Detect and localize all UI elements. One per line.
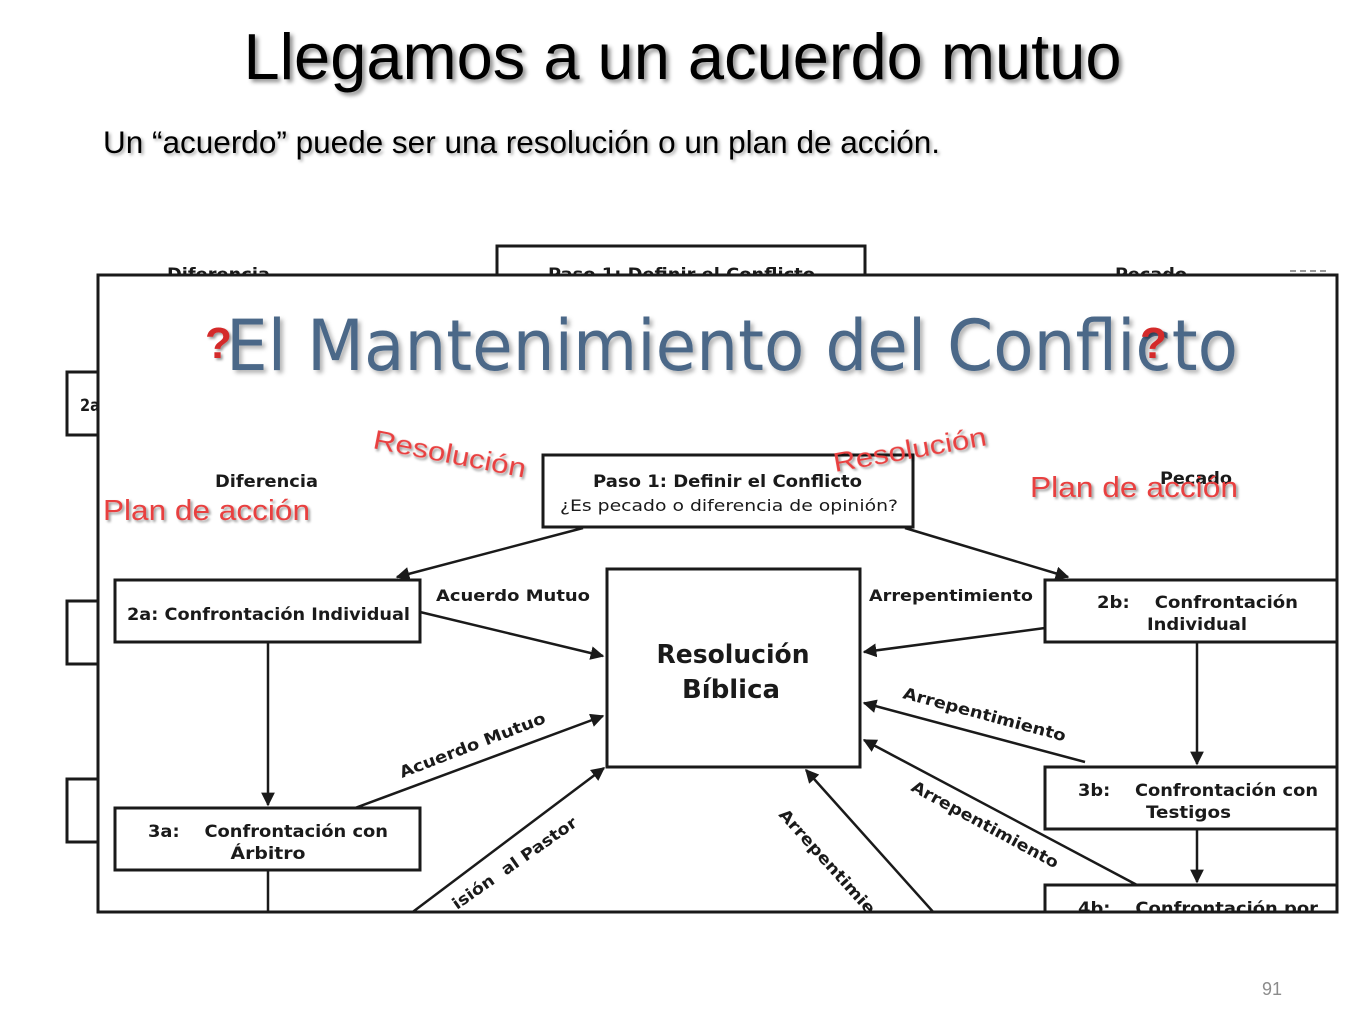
edge-label-agreement-top: Acuerdo Mutuo xyxy=(436,586,590,605)
question-mark-right: ? xyxy=(1140,319,1167,368)
annotation-plan-left: Plan de acción xyxy=(103,495,310,527)
box-4b-line1: 4b: Confrontación por xyxy=(1078,899,1319,919)
box-3a xyxy=(113,806,422,872)
page-number: 91 xyxy=(1262,979,1283,999)
resolution-line2: Bíblica xyxy=(682,675,780,705)
box-3b-line1: 3b: Confrontación con xyxy=(1078,781,1318,801)
resolution-line1: Resolución xyxy=(657,640,810,670)
edge-2b-to-resolution xyxy=(862,626,1046,658)
step1-node: Paso 1: Definir el Conflicto ¿Es pecado … xyxy=(541,453,915,529)
edge-3a-to-resolution xyxy=(354,713,605,810)
branch-left-label: Diferencia xyxy=(215,472,318,492)
resolution-box xyxy=(605,567,862,769)
edge-4b-to-resolution xyxy=(862,738,1138,887)
edge-3b-to-resolution xyxy=(862,699,1086,764)
box-3a-line1: 3a: Confrontación con xyxy=(148,822,388,842)
box-2b-line1: 2b: Confrontación xyxy=(1097,593,1298,613)
box-2b xyxy=(1043,578,1336,644)
step1-box xyxy=(541,453,915,529)
step1-title: Paso 1: Definir el Conflicto xyxy=(593,472,862,492)
edge-pastor-to-resolution xyxy=(412,767,606,911)
node-3a: 3a: Confrontación con Árbitro xyxy=(113,806,422,872)
question-mark-left: ? xyxy=(205,319,232,368)
step1-question: ¿Es pecado o diferencia de opinión? xyxy=(560,496,898,515)
box-2a xyxy=(113,578,422,644)
annotation-plan-right: Plan de acción xyxy=(1030,472,1238,504)
branch-right-label: Pecado xyxy=(1160,469,1232,489)
node-2b: 2b: Confrontación Individual xyxy=(1043,578,1336,644)
diagram-frame-border xyxy=(96,273,1339,914)
node-2a: 2a: Confrontación Individual xyxy=(113,578,422,644)
slide-subtitle: Un “acuerdo” puede ser una resolución o … xyxy=(103,124,941,160)
resolution-node: Resolución Bíblica xyxy=(605,567,862,769)
edge-step1-to-2b xyxy=(904,526,1070,581)
box-3b xyxy=(1043,765,1336,831)
edge-step1-to-2a xyxy=(395,526,584,581)
box-2b-line2: Individual xyxy=(1147,615,1247,635)
box-3b-line2: Testigos xyxy=(1146,803,1231,823)
box-2a-label: 2a: Confrontación Individual xyxy=(127,605,410,625)
slide-title: Llegamos a un acuerdo mutuo xyxy=(243,20,1122,93)
edge-label-repentance-top: Arrepentimiento xyxy=(869,586,1033,605)
bg-box-2a-label: 2a xyxy=(80,396,100,416)
node-4b: 4b: Confrontación por xyxy=(1043,883,1336,919)
box-3a-line2: Árbitro xyxy=(231,842,306,864)
diagram-title: El Mantenimiento del Conflicto xyxy=(226,305,1238,387)
node-3b: 3b: Confrontación con Testigos xyxy=(1043,765,1336,831)
edge-bottom-right-to-resolution xyxy=(805,768,934,911)
edge-2a-to-resolution xyxy=(419,610,605,660)
box-4b xyxy=(1043,883,1336,911)
